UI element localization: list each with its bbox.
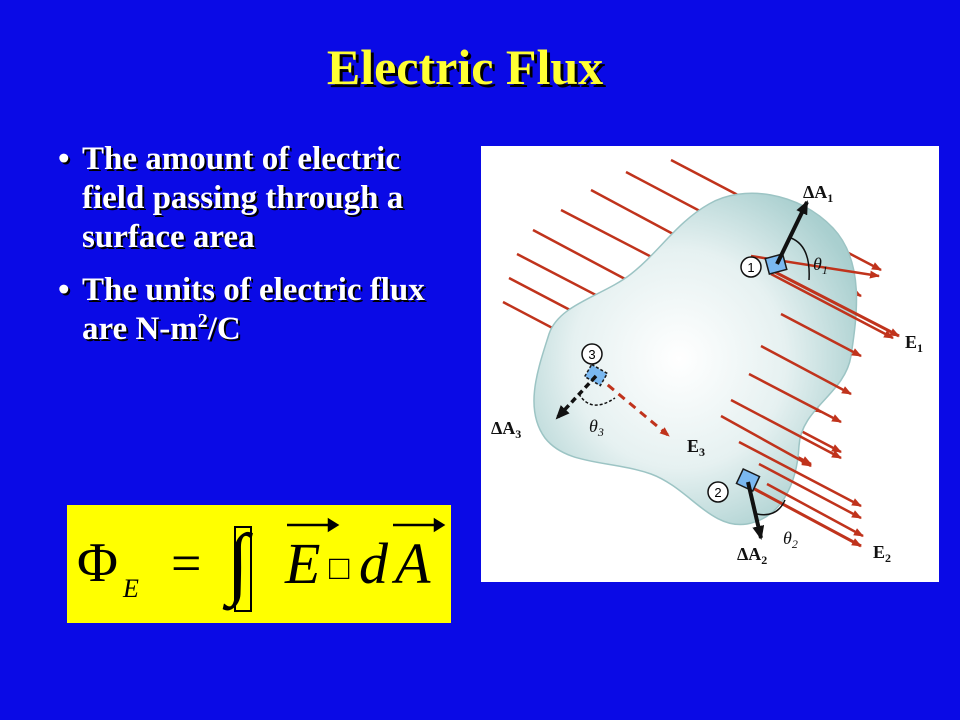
formula-e-vector-head — [327, 517, 340, 533]
delta-a2-label: ΔA2 — [737, 544, 767, 567]
field-line — [738, 440, 862, 508]
e3-label: E3 — [687, 436, 705, 459]
theta2-label: θ2 — [783, 528, 798, 551]
bullet-text: The amount of electric field passing thr… — [82, 141, 404, 255]
formula-a: A — [391, 531, 431, 596]
circle-number-1: 1 — [747, 260, 754, 275]
theta3-label: θ3 — [589, 416, 604, 439]
flux-formula-svg: Φ E = ∫ E □ d A — [77, 517, 446, 612]
patch-1 — [764, 253, 788, 275]
field-line — [780, 312, 862, 358]
e1-field-line — [770, 268, 900, 338]
field-line — [720, 414, 812, 468]
circle-number-3: 3 — [588, 347, 595, 362]
theta1-arc — [790, 237, 810, 281]
flux-diagram-svg: 1 3 2 ΔA1 ΔA3 ΔA2 E1 E3 E2 θ1 θ3 θ2 — [491, 158, 923, 567]
formula-d: d — [359, 531, 389, 596]
formula-phi-subscript: E — [122, 574, 139, 603]
e2-label: E2 — [873, 542, 891, 565]
field-lines-front — [720, 254, 894, 538]
field-line — [760, 344, 852, 396]
surface-blob — [533, 192, 858, 526]
delta-a3-label: ΔA3 — [491, 418, 521, 441]
flux-diagram: 1 3 2 ΔA1 ΔA3 ΔA2 E1 E3 E2 θ1 θ3 θ2 — [481, 146, 939, 582]
bullet-item: • The units of electric flux are N-m2/C — [58, 271, 470, 349]
formula-phi: Φ — [77, 532, 118, 594]
formula-a-vector-head — [433, 517, 446, 533]
bullet-dot: • — [58, 141, 70, 177]
delta-a1-label: ΔA1 — [803, 182, 833, 205]
formula-integral-box — [234, 526, 252, 612]
field-line — [748, 372, 842, 424]
formula-integral: ∫ — [222, 519, 254, 611]
bullet-list: • The amount of electric field passing t… — [58, 140, 470, 363]
formula-equals: = — [171, 533, 201, 593]
slide-title: Electric Flux — [326, 39, 604, 95]
theta3-arc — [578, 393, 616, 406]
field-line — [730, 398, 842, 460]
bullet-superscript: 2 — [197, 310, 208, 332]
formula-dot-glyph: □ — [329, 550, 350, 587]
e2-field-line — [748, 484, 862, 548]
bullet-text-tail: /C — [207, 311, 241, 347]
circle-label-2: 2 — [707, 481, 729, 503]
patch-2 — [735, 467, 761, 493]
circle-number-2: 2 — [714, 485, 721, 500]
circle-label-3: 3 — [581, 343, 603, 365]
bullet-item: • The amount of electric field passing t… — [58, 140, 470, 257]
flux-formula: Φ E = ∫ E □ d A — [67, 505, 451, 623]
bullet-dot: • — [58, 272, 70, 308]
field-line — [766, 482, 864, 538]
bullet-text: The units of electric flux are N-m — [82, 272, 425, 347]
normal-vector-1 — [775, 200, 809, 265]
circle-label-1: 1 — [740, 256, 762, 278]
theta2-arc — [756, 499, 786, 516]
field-line — [758, 462, 862, 520]
field-line — [770, 272, 894, 340]
theta1-label: θ1 — [813, 254, 828, 277]
normal-vector-2 — [746, 481, 765, 540]
e1-label: E1 — [905, 332, 923, 355]
e3-field-line — [596, 374, 670, 438]
formula-e: E — [284, 531, 320, 596]
